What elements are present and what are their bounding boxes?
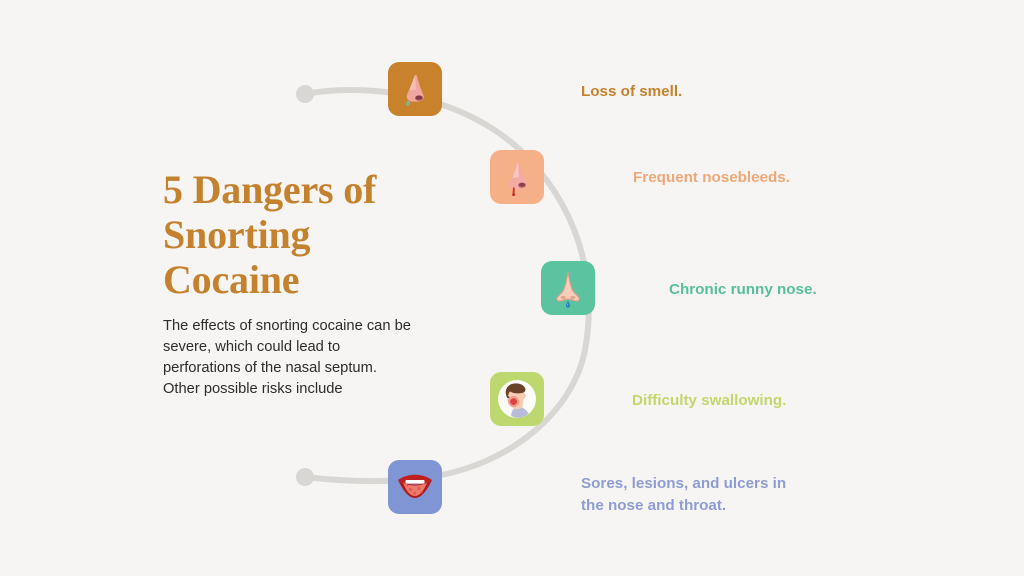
arc-end-dot [296, 468, 314, 486]
danger-icon-tile-1[interactable] [388, 62, 442, 116]
danger-icon-tile-5[interactable] [388, 460, 442, 514]
danger-label-2: Frequent nosebleeds. [633, 169, 790, 186]
intro-paragraph: The effects of snorting cocaine can be s… [163, 318, 411, 398]
danger-label-3: Chronic runny nose. [669, 281, 817, 298]
mouth-sores-icon [398, 474, 432, 498]
sore-throat-person-icon [498, 380, 536, 418]
nose-loss-of-smell-icon [406, 75, 424, 106]
left-text-panel: 5 Dangers of Snorting Cocaine The effect… [163, 167, 453, 400]
danger-label-1: Loss of smell. [581, 83, 683, 100]
danger-icon-tile-4[interactable] [490, 372, 544, 426]
danger-icon-tile-3[interactable] [541, 261, 595, 315]
danger-label-4: Difficulty swallowing. [632, 392, 787, 409]
arc-start-dot [296, 85, 314, 103]
nose-runny-drip-icon [556, 271, 580, 308]
page-title: 5 Dangers of Snorting Cocaine [163, 167, 377, 302]
danger-icon-tile-2[interactable] [490, 150, 544, 204]
danger-label-5: Sores, lesions, and ulcers in the nose a… [581, 475, 787, 514]
nose-bleeding-icon [509, 162, 527, 197]
